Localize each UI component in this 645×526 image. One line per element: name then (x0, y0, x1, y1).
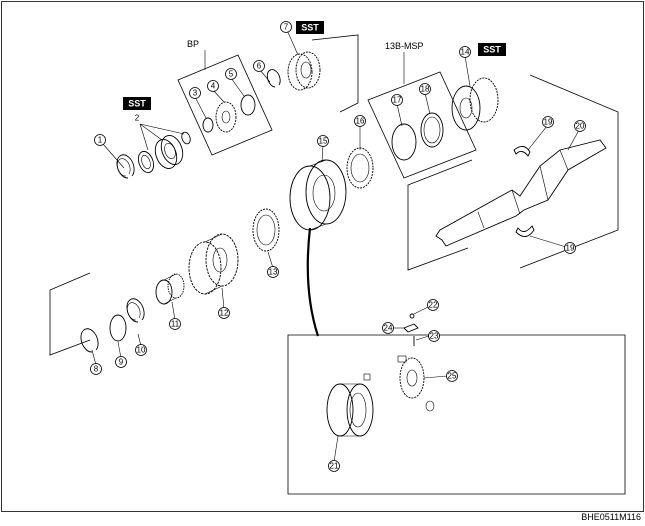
msp-group-box (367, 71, 477, 179)
left-bracket (49, 272, 91, 356)
callout-24: 24 (382, 322, 394, 334)
part-15-hub-sleeve (289, 159, 347, 231)
svg-text:20: 20 (576, 122, 585, 131)
svg-text:19: 19 (566, 244, 575, 253)
shaft-bracket-left (407, 159, 473, 271)
part-22-ball (409, 313, 415, 319)
callout-7: 7 (280, 21, 292, 33)
svg-text:17: 17 (393, 96, 402, 105)
svg-text:16: 16 (356, 117, 365, 126)
part-21-sleeve (326, 383, 374, 437)
figure-code: BHE0511M116 (581, 512, 641, 522)
callout-20: 20 (574, 120, 586, 132)
svg-text:1: 1 (98, 136, 103, 145)
bp-label: BP (187, 39, 199, 49)
sst-badge-right: SST (478, 43, 506, 56)
part-10-snap-ring (126, 298, 145, 323)
svg-text:SST: SST (483, 45, 501, 55)
svg-text:4: 4 (211, 82, 216, 91)
callout-12: 12 (218, 307, 230, 319)
svg-text:8: 8 (94, 365, 99, 374)
part-12-gear (188, 233, 239, 295)
part-17-ring (391, 123, 417, 161)
part-2-bearings (137, 131, 191, 174)
msp-label: 13B-MSP (385, 41, 424, 51)
part-7-gear (287, 51, 321, 91)
svg-text:7: 7 (284, 23, 289, 32)
svg-text:15: 15 (319, 137, 328, 146)
svg-text:2: 2 (135, 114, 140, 123)
svg-text:22: 22 (429, 301, 438, 310)
bracket-7 (311, 34, 359, 113)
svg-text:19: 19 (544, 118, 553, 127)
callout-17: 17 (391, 94, 403, 106)
part-4-gear (215, 101, 237, 133)
sst-badge-left: SST (123, 97, 151, 110)
svg-text:13: 13 (269, 268, 278, 277)
part-16-sync-ring (346, 147, 374, 189)
callout-10: 10 (135, 344, 147, 356)
callout-19-top: 19 (542, 116, 554, 128)
part-13-sync-ring (252, 208, 280, 252)
shaft-bracket-right (519, 74, 619, 269)
callout-3: 3 (189, 87, 201, 99)
part-20-main-shaft (435, 139, 607, 247)
part-11-needle-bearing (155, 273, 185, 305)
part-3-ring (202, 117, 214, 133)
svg-text:18: 18 (421, 85, 430, 94)
callout-23: 23 (428, 330, 440, 342)
svg-text:23: 23 (430, 332, 439, 341)
callout-19-bottom: 19 (564, 242, 576, 254)
callout-6: 6 (253, 60, 265, 72)
callout-16: 16 (354, 115, 366, 127)
detail-leader (306, 227, 320, 337)
part-14-gear (451, 77, 499, 131)
part-19-half-bearing-bottom (515, 225, 535, 237)
bp-group-box (177, 54, 273, 156)
detail-box (287, 334, 626, 495)
part-5-ring (240, 94, 256, 116)
svg-text:SST: SST (128, 99, 146, 109)
callout-2: 2 (135, 114, 140, 123)
svg-text:10: 10 (137, 346, 146, 355)
callout-18: 18 (419, 83, 431, 95)
callout-4: 4 (207, 80, 219, 92)
svg-text:14: 14 (461, 48, 470, 57)
svg-text:12: 12 (220, 309, 229, 318)
callout-14: 14 (459, 46, 471, 58)
part-9-ring (109, 314, 127, 342)
callout-21: 21 (328, 460, 340, 472)
svg-text:9: 9 (119, 358, 124, 367)
part-6-snap-ring (266, 69, 281, 88)
callout-15: 15 (317, 135, 329, 147)
svg-text:6: 6 (257, 62, 262, 71)
part-19-half-bearing-top (513, 146, 531, 157)
callout-13: 13 (267, 266, 279, 278)
callout-1: 1 (94, 134, 106, 146)
svg-text:SST: SST (301, 23, 319, 33)
svg-text:5: 5 (229, 70, 234, 79)
part-8-snap-ring (80, 328, 99, 353)
callout-11: 11 (169, 318, 181, 330)
callout-8: 8 (90, 363, 102, 375)
svg-text:24: 24 (384, 324, 393, 333)
part-18-ring (420, 112, 444, 148)
svg-text:3: 3 (193, 89, 198, 98)
callout-5: 5 (225, 68, 237, 80)
svg-text:25: 25 (448, 372, 457, 381)
part-1-snap-ring (116, 154, 135, 179)
svg-text:11: 11 (171, 320, 180, 329)
callout-22: 22 (427, 299, 439, 311)
svg-text:21: 21 (330, 462, 339, 471)
callout-9: 9 (115, 356, 127, 368)
callout-leaders (91, 29, 580, 463)
part-24-key (403, 323, 419, 333)
frame (1, 1, 644, 512)
part-25-hub (363, 355, 435, 412)
sst-badge-top: SST (296, 21, 324, 34)
callout-25: 25 (446, 370, 458, 382)
